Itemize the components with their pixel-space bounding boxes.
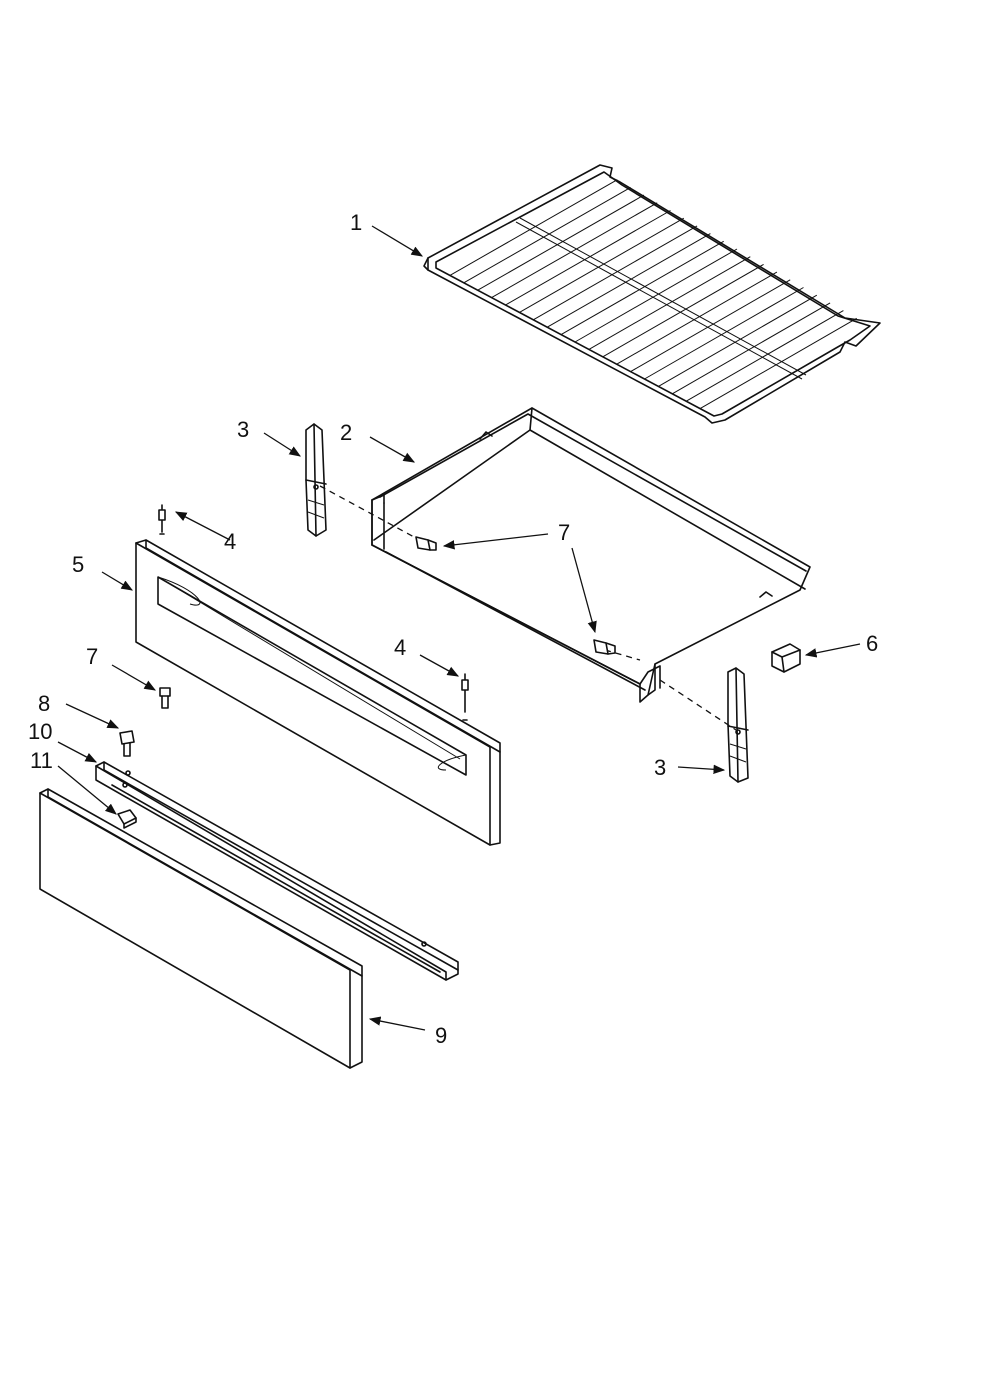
- callout-nut: 11: [30, 748, 53, 773]
- rack-wire: [630, 279, 791, 373]
- rack-wire: [658, 294, 818, 387]
- callout-screw-front: 7: [86, 644, 98, 669]
- screw-8: [119, 730, 135, 757]
- nut: [117, 809, 137, 829]
- rack-wire: [533, 225, 698, 321]
- rail-right: [727, 667, 749, 783]
- callout-screw-8: 8: [38, 691, 50, 716]
- clip: [771, 643, 801, 673]
- rail-left: [305, 423, 327, 537]
- rack-wire: [546, 233, 711, 328]
- rack-wires: [449, 179, 857, 410]
- rack-wire: [588, 256, 751, 350]
- rack-wire: [449, 179, 618, 276]
- stud-left: [158, 504, 166, 535]
- rack-wire: [672, 302, 831, 395]
- drawer-front: [135, 539, 501, 846]
- bracket: [95, 761, 459, 981]
- screw-drawer-1: [415, 536, 437, 551]
- rack-wire: [699, 317, 857, 410]
- rack-wire: [616, 271, 778, 365]
- callout-rack: 1: [350, 210, 362, 235]
- callout-screw-pair: 7: [558, 520, 570, 545]
- screw-drawer-2: [593, 639, 616, 655]
- rack-wire: [463, 186, 631, 284]
- callout-clip: 6: [866, 631, 878, 656]
- callout-drawer: 2: [340, 420, 352, 445]
- screw-front: [159, 687, 171, 709]
- drawer-pan: [371, 407, 811, 703]
- rack-wire: [491, 202, 658, 299]
- leader-arrows: [57, 225, 861, 1031]
- rack-wire: [519, 217, 685, 313]
- callout-drawer-front: 5: [72, 552, 84, 577]
- rack-wire: [644, 287, 804, 380]
- callout-labels: 1 2 3 4 5 7 4 6 7 8 10 11 3 9: [28, 210, 878, 1048]
- callout-bottom-panel: 9: [435, 1023, 447, 1048]
- rack-wire: [602, 263, 764, 358]
- rack-wire: [574, 248, 738, 343]
- stud-right: [461, 673, 469, 721]
- rack-wire: [685, 310, 844, 402]
- callout-stud-right: 4: [394, 635, 406, 660]
- callout-rail-right: 3: [654, 755, 666, 780]
- callout-rail-left: 3: [237, 417, 249, 442]
- rack-wire: [477, 194, 645, 291]
- oven-rack: [423, 164, 881, 424]
- callout-stud-left: 4: [224, 529, 236, 554]
- callout-bracket: 10: [28, 719, 52, 744]
- rack-wire: [560, 240, 724, 336]
- rack-wire: [505, 210, 671, 306]
- bottom-panel: [39, 788, 363, 1069]
